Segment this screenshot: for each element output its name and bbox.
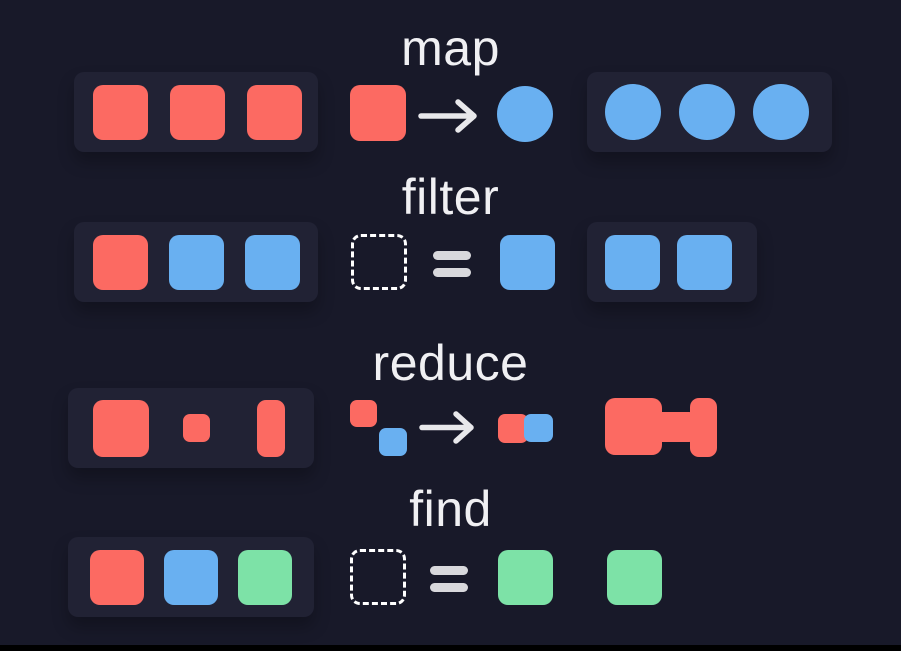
blue-square	[524, 414, 553, 442]
map-label: map	[401, 20, 500, 76]
red-shape-part	[690, 398, 717, 457]
reduce-merged-result	[605, 398, 717, 457]
green-square	[607, 550, 662, 605]
blue-square	[677, 234, 732, 290]
red-square	[183, 414, 210, 442]
filter-condition-shape	[500, 235, 555, 290]
window-bottom-edge	[0, 645, 901, 651]
find-condition-shape	[498, 550, 553, 605]
red-square	[350, 85, 406, 141]
map-arrow-icon	[417, 97, 481, 140]
red-square	[93, 399, 149, 457]
blue-square	[245, 234, 300, 290]
red-square	[93, 84, 148, 140]
equals-bar	[433, 251, 471, 260]
find-label: find	[409, 481, 492, 537]
equals-bar	[430, 583, 468, 592]
blue-circle	[679, 84, 735, 140]
green-square	[238, 549, 292, 605]
red-square	[247, 84, 302, 140]
filter-input-array	[74, 222, 318, 302]
red-shape-part	[653, 412, 697, 442]
map-output-array	[587, 72, 832, 152]
map-transform-output	[497, 86, 553, 142]
blue-circle	[753, 84, 809, 140]
blue-square	[379, 428, 407, 456]
blue-square	[169, 234, 224, 290]
find-result-shape	[607, 550, 662, 605]
red-square	[170, 84, 225, 140]
red-square	[498, 414, 528, 443]
filter-placeholder-icon	[351, 234, 407, 290]
filter-output-array	[587, 222, 757, 302]
filter-equals-icon	[433, 251, 471, 277]
blue-circle	[497, 86, 553, 142]
red-shape-part	[605, 398, 662, 455]
red-square	[350, 400, 377, 427]
equals-bar	[430, 566, 468, 575]
equals-bar	[433, 268, 471, 277]
blue-circle	[605, 84, 661, 140]
red-square	[93, 234, 148, 290]
reduce-input-array	[68, 388, 314, 468]
find-placeholder-icon	[350, 549, 406, 605]
filter-label: filter	[401, 169, 500, 225]
find-equals-icon	[430, 566, 468, 592]
reduce-combine-pair	[350, 400, 407, 457]
blue-square	[164, 549, 218, 605]
reduce-arrow-icon	[418, 409, 478, 451]
reduce-combined-pair	[498, 414, 553, 443]
green-square	[498, 550, 553, 605]
blue-square	[605, 234, 660, 290]
find-input-array	[68, 537, 314, 617]
red-square	[257, 399, 285, 457]
blue-square	[500, 235, 555, 290]
map-transform-input	[350, 85, 406, 141]
red-square	[90, 549, 144, 605]
reduce-label: reduce	[372, 335, 529, 391]
map-input-array	[74, 72, 318, 152]
